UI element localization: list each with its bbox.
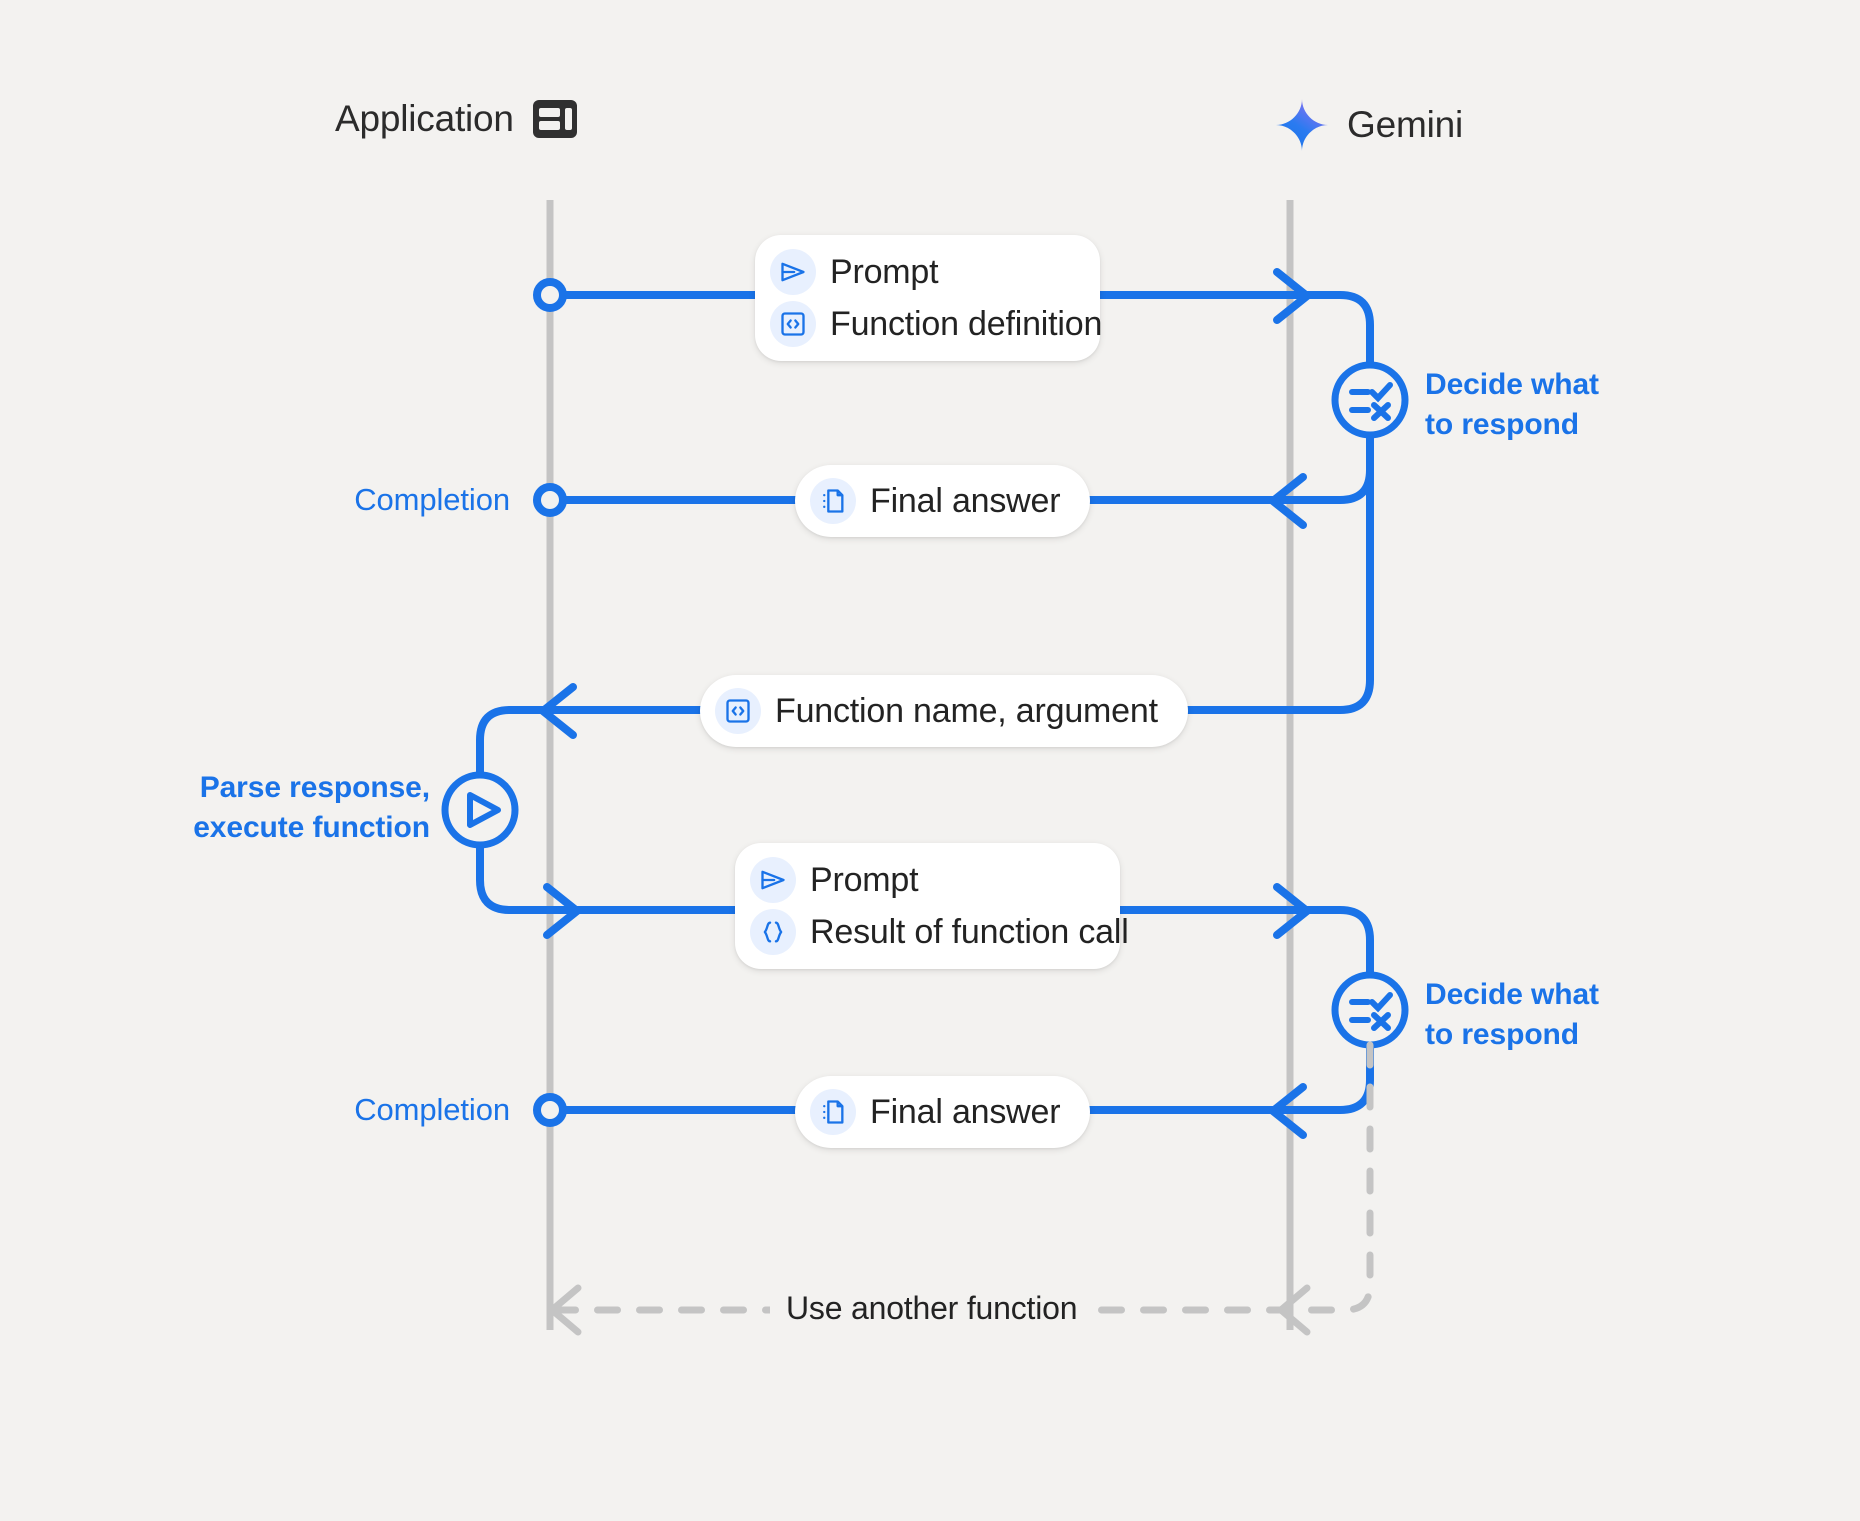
flow-into-decide-1 [1286, 291, 1374, 369]
bubble-row-label: Prompt [810, 860, 919, 899]
send-icon [750, 857, 796, 903]
bubble-row: Final answer [810, 478, 1061, 524]
bubble-row: Function name, argument [715, 688, 1158, 734]
decide-node-2 [1331, 971, 1409, 1049]
decide-node-1 [1331, 361, 1409, 439]
message-bubble-final-answer-2: Final answer [795, 1076, 1091, 1148]
article-icon [810, 1089, 856, 1135]
annotation-decide-what-to-respond-1: Decide what to respond [1425, 368, 1599, 441]
bubble-row: Final answer [810, 1089, 1061, 1135]
bubble-row-label: Function name, argument [775, 691, 1158, 730]
flow-decide1-to-function-call [1286, 431, 1374, 714]
flow-into-parse-execute [476, 706, 564, 779]
arrowhead-to-gemini-1 [1273, 268, 1311, 324]
lane-header-application: Application [335, 98, 578, 140]
label-completion-1: Completion [354, 482, 510, 517]
arrowhead-loop-right [543, 883, 581, 939]
completion-dot-1 [533, 483, 567, 517]
arrowhead-to-gemini-2 [1273, 883, 1311, 939]
rule-checklist-icon [1349, 992, 1393, 1031]
completion-dot-2 [533, 1093, 567, 1127]
flow-into-decide-2 [1286, 906, 1374, 979]
curly-braces-icon [750, 909, 796, 955]
bubble-row: Prompt [770, 249, 1070, 295]
arrowhead-to-app-final-2 [1269, 1083, 1307, 1139]
annotation-decide-what-to-respond-2: Decide what to respond [1425, 978, 1599, 1051]
flow-out-of-parse-execute [476, 841, 564, 914]
bubble-row: Function definition [770, 301, 1102, 347]
label-use-another-function: Use another function [770, 1290, 1094, 1327]
parse-execute-node [441, 771, 519, 849]
play-circle-icon [467, 792, 501, 828]
message-bubble-prompt-result-of-function-call: Prompt Result of function call [735, 843, 1129, 969]
bubble-row-label: Final answer [870, 1092, 1061, 1131]
article-icon [810, 478, 856, 524]
rule-checklist-icon [1349, 382, 1393, 421]
bubble-row-label: Function definition [830, 304, 1103, 343]
gemini-sparkle-icon [1275, 98, 1329, 152]
annotation-parse-response-execute-function: Parse response, execute function [193, 771, 430, 844]
lane-header-gemini: Gemini [1275, 98, 1463, 152]
code-block-icon [715, 688, 761, 734]
flow-decide1-to-final-answer [1286, 431, 1374, 504]
start-node-dot [533, 278, 567, 312]
lane-label-gemini: Gemini [1347, 104, 1463, 145]
loopback-arrowhead-left [548, 1284, 582, 1336]
bubble-row-label: Prompt [830, 252, 939, 291]
label-completion-2: Completion [354, 1092, 510, 1127]
code-block-icon [770, 301, 816, 347]
dashboard-layout-icon [532, 99, 578, 139]
bubble-row: Prompt [750, 857, 1090, 903]
lane-label-application: Application [335, 98, 514, 139]
bubble-row: Result of function call [750, 909, 1129, 955]
arrowhead-to-app-final-1 [1269, 473, 1307, 529]
send-icon [770, 249, 816, 295]
arrowhead-to-app-function-call [539, 683, 577, 739]
loopback-arrowhead-right [1277, 1284, 1311, 1336]
bubble-row-label: Final answer [870, 481, 1061, 520]
message-bubble-prompt-function-definition: Prompt Function definition [755, 235, 1102, 361]
message-bubble-final-answer-1: Final answer [795, 465, 1091, 537]
bubble-row-label: Result of function call [810, 912, 1129, 951]
flow-decide2-to-final-answer [1286, 1041, 1374, 1114]
message-bubble-function-name-argument: Function name, argument [700, 675, 1188, 747]
